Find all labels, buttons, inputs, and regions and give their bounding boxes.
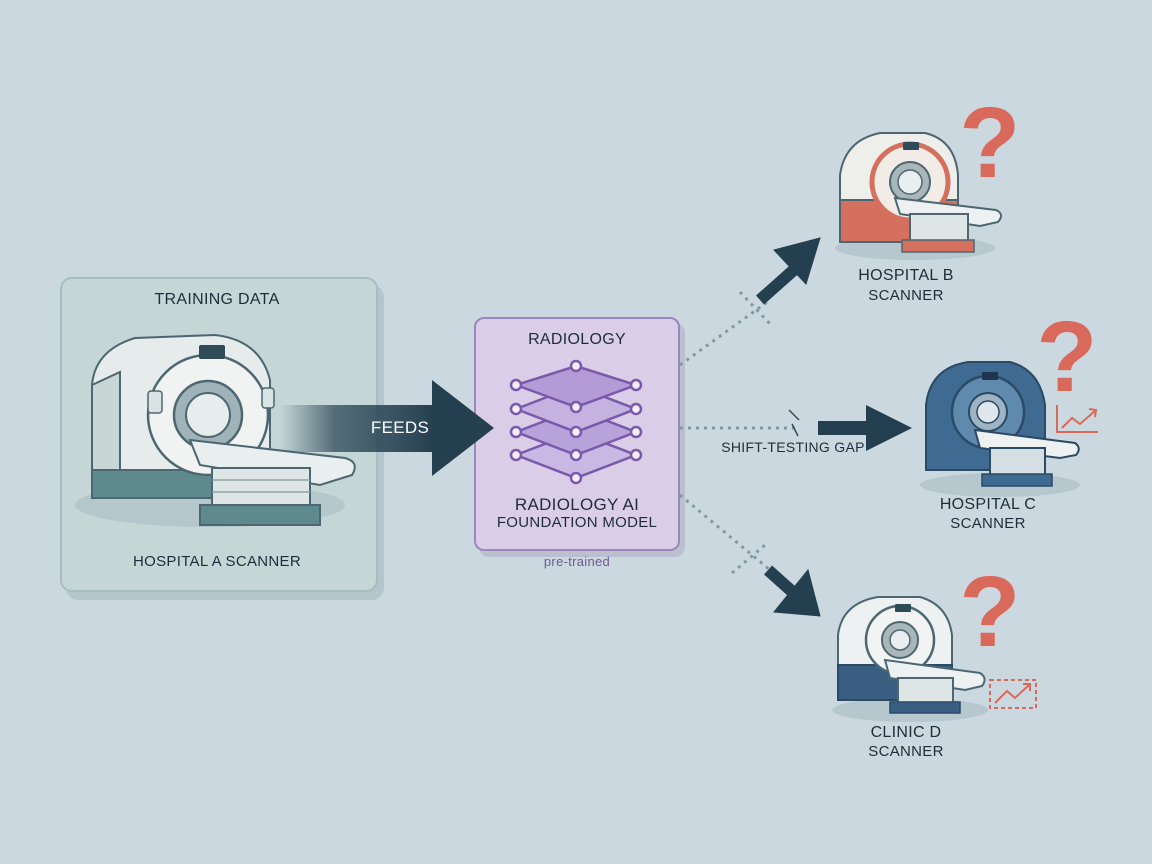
gap-break-marks bbox=[788, 409, 800, 437]
model-name-line1: RADIOLOGY AI bbox=[514, 495, 640, 514]
hospital-c-scanner-icon bbox=[920, 361, 1080, 497]
feeds-arrow bbox=[280, 380, 494, 476]
model-caption: pre-trained bbox=[543, 554, 611, 569]
shift-testing-gap-label: SHIFT-TESTING GAP bbox=[721, 439, 865, 455]
model-name-line2: FOUNDATION MODEL bbox=[496, 514, 658, 531]
question-mark-clinic-d: ? bbox=[959, 556, 1021, 668]
model-stack-icon bbox=[509, 359, 643, 485]
arrow-to-hospital-c bbox=[818, 405, 912, 451]
clinic-d-scanner-icon bbox=[832, 596, 988, 722]
question-mark-hospital-c: ? bbox=[1036, 301, 1098, 413]
arrow-to-clinic-d bbox=[764, 565, 821, 617]
dotted-connectors bbox=[679, 290, 800, 575]
training-data-title: TRAINING DATA bbox=[154, 291, 280, 308]
trend-chart-icon-d bbox=[989, 679, 1037, 709]
arrow-to-hospital-b bbox=[756, 237, 821, 305]
hospital-a-scanner-icon bbox=[75, 333, 356, 527]
feeds-label: FEEDS bbox=[370, 418, 430, 437]
hospital-c-label-line2: SCANNER bbox=[950, 515, 1026, 532]
question-mark-hospital-b: ? bbox=[959, 87, 1021, 199]
clinic-d-label-line2: SCANNER bbox=[868, 743, 944, 760]
hospital-c-label-line1: HOSPITAL C bbox=[939, 496, 1037, 513]
clinic-d-label-line1: CLINIC D bbox=[870, 724, 942, 741]
hospital-a-label: HOSPITAL A SCANNER bbox=[133, 553, 301, 570]
model-title: RADIOLOGY bbox=[528, 331, 626, 348]
hospital-b-label-line1: HOSPITAL B bbox=[858, 267, 954, 284]
hospital-b-label-line2: SCANNER bbox=[868, 287, 944, 304]
hospital-b-scanner-icon bbox=[835, 132, 1002, 260]
trend-chart-icon-c bbox=[1056, 405, 1098, 433]
